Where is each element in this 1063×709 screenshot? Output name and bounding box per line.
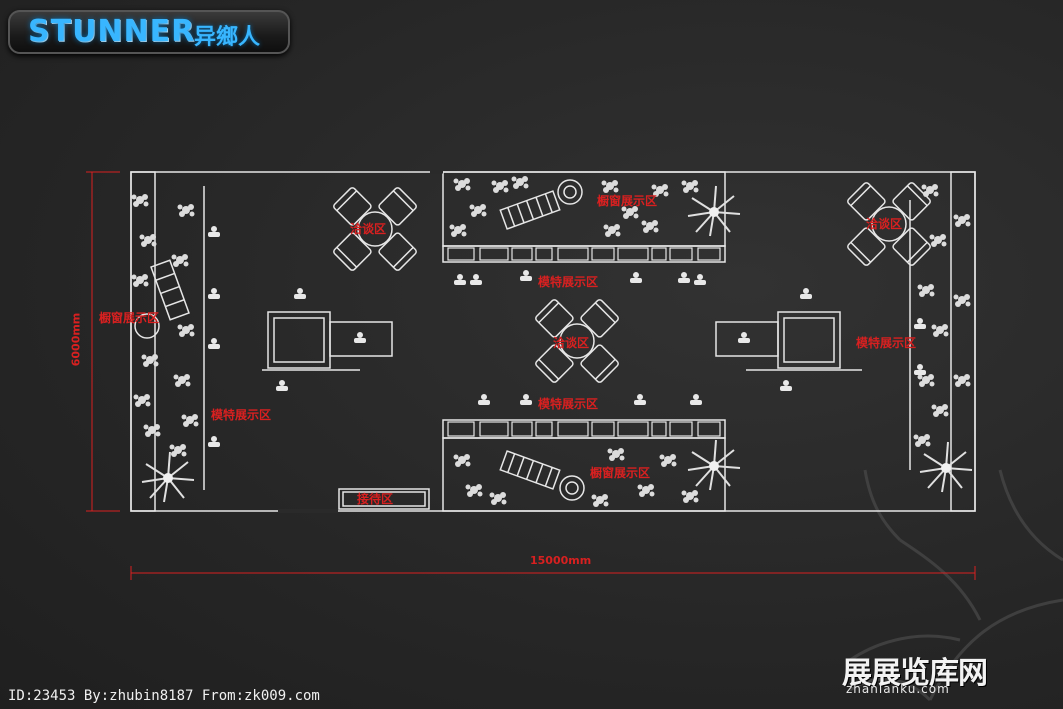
model-display-label-top: 模特展示区: [538, 275, 599, 289]
negotiation-zone-label-right: 洽谈区: [866, 217, 903, 231]
model-display-label-left: 模特展示区: [211, 408, 272, 422]
width-dimension-label: 15000mm: [530, 554, 592, 567]
negotiation-zone-label-left: 洽谈区: [350, 222, 387, 236]
reception-zone-label: 接待区: [357, 492, 394, 506]
window-display-label-top: 橱窗展示区: [597, 194, 658, 208]
model-display-label-bottom: 模特展示区: [538, 397, 599, 411]
logo-latin-text: STUNNER: [28, 14, 196, 49]
height-dimension-label: 6000mm: [69, 312, 83, 367]
logo-cjk-text: 异鄉人: [194, 25, 261, 50]
footer-credit: ID:23453 By:zhubin8187 From:zk009.com: [8, 688, 320, 704]
window-display-label-bottom: 橱窗展示区: [590, 466, 651, 480]
negotiation-zone-label-center: 洽谈区: [553, 336, 590, 350]
watermark-url: zhanlanku.com: [846, 682, 950, 696]
window-display-label-left: 橱窗展示区: [99, 311, 160, 325]
watermark-logo: 展展览库网: [842, 656, 988, 691]
brand-logo: STUNNER 异鄉人: [8, 10, 290, 54]
model-display-label-right: 模特展示区: [856, 336, 917, 350]
